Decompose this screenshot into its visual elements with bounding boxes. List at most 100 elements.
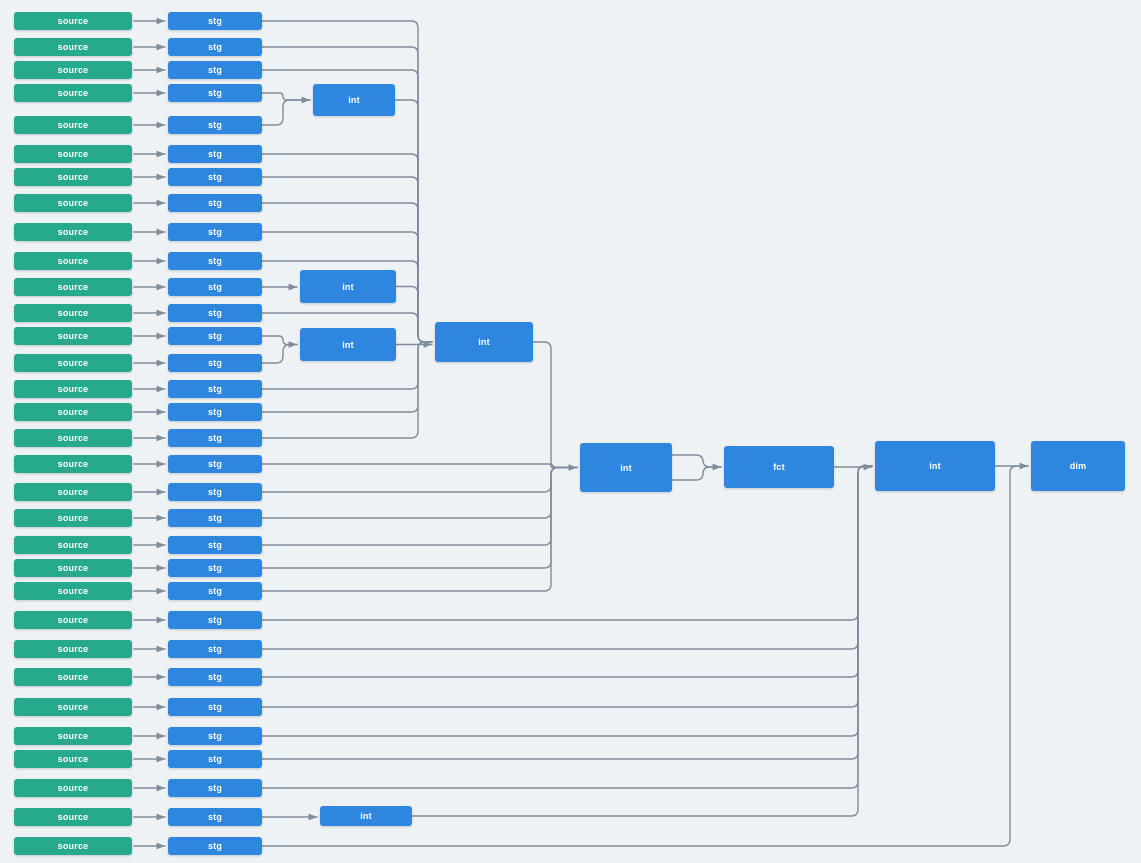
node-int-1[interactable]: int [313,84,395,116]
node-int-4[interactable]: int [435,322,533,362]
node-label: dim [1069,461,1087,471]
node-source-25[interactable]: source [14,640,132,658]
node-stg-22[interactable]: stg [168,559,262,577]
node-stg-2[interactable]: stg [168,38,262,56]
node-source-16[interactable]: source [14,403,132,421]
node-stg-12[interactable]: stg [168,304,262,322]
node-dim-1[interactable]: dim [1031,441,1125,491]
node-stg-7[interactable]: stg [168,168,262,186]
node-label: source [57,644,89,654]
node-source-19[interactable]: source [14,483,132,501]
node-label: source [57,308,89,318]
node-stg-28[interactable]: stg [168,727,262,745]
node-label: int [929,461,941,471]
node-source-12[interactable]: source [14,304,132,322]
node-stg-21[interactable]: stg [168,536,262,554]
node-label: stg [207,812,223,822]
node-source-6[interactable]: source [14,145,132,163]
node-stg-5[interactable]: stg [168,116,262,134]
node-stg-8[interactable]: stg [168,194,262,212]
edge [261,466,578,546]
edge [395,285,433,343]
node-source-32[interactable]: source [14,837,132,855]
node-source-31[interactable]: source [14,808,132,826]
edge [411,465,873,817]
node-source-29[interactable]: source [14,750,132,768]
node-int-6[interactable]: int [875,441,995,491]
node-source-17[interactable]: source [14,429,132,447]
node-stg-32[interactable]: stg [168,837,262,855]
node-stg-13[interactable]: stg [168,327,262,345]
node-label: source [57,487,89,497]
node-source-27[interactable]: source [14,698,132,716]
node-source-22[interactable]: source [14,559,132,577]
node-label: source [57,672,89,682]
node-stg-31[interactable]: stg [168,808,262,826]
node-int-5[interactable]: int [580,443,672,492]
node-int-7[interactable]: int [320,806,412,826]
node-label: stg [207,615,223,625]
node-stg-16[interactable]: stg [168,403,262,421]
node-stg-4[interactable]: stg [168,84,262,102]
node-label: source [57,149,89,159]
node-source-26[interactable]: source [14,668,132,686]
edge [261,465,873,708]
node-stg-3[interactable]: stg [168,61,262,79]
node-label: source [57,841,89,851]
node-stg-23[interactable]: stg [168,582,262,600]
edge [261,465,873,650]
node-source-3[interactable]: source [14,61,132,79]
node-int-2[interactable]: int [300,270,396,303]
edge [261,466,578,519]
node-stg-14[interactable]: stg [168,354,262,372]
node-stg-9[interactable]: stg [168,223,262,241]
node-stg-11[interactable]: stg [168,278,262,296]
node-stg-17[interactable]: stg [168,429,262,447]
node-stg-29[interactable]: stg [168,750,262,768]
node-source-8[interactable]: source [14,194,132,212]
node-stg-10[interactable]: stg [168,252,262,270]
node-source-20[interactable]: source [14,509,132,527]
node-stg-24[interactable]: stg [168,611,262,629]
node-int-3[interactable]: int [300,328,396,361]
node-source-23[interactable]: source [14,582,132,600]
node-source-2[interactable]: source [14,38,132,56]
node-source-28[interactable]: source [14,727,132,745]
node-stg-30[interactable]: stg [168,779,262,797]
node-source-21[interactable]: source [14,536,132,554]
node-label: int [360,811,372,821]
node-stg-6[interactable]: stg [168,145,262,163]
node-source-15[interactable]: source [14,380,132,398]
node-stg-26[interactable]: stg [168,668,262,686]
node-stg-20[interactable]: stg [168,509,262,527]
node-label: source [57,384,89,394]
node-source-5[interactable]: source [14,116,132,134]
node-fct-1[interactable]: fct [724,446,834,488]
node-source-11[interactable]: source [14,278,132,296]
node-stg-25[interactable]: stg [168,640,262,658]
node-label: stg [207,783,223,793]
node-label: stg [207,731,223,741]
node-stg-1[interactable]: stg [168,12,262,30]
node-source-7[interactable]: source [14,168,132,186]
node-label: stg [207,586,223,596]
node-source-4[interactable]: source [14,84,132,102]
node-source-14[interactable]: source [14,354,132,372]
node-source-24[interactable]: source [14,611,132,629]
node-label: stg [207,282,223,292]
node-source-10[interactable]: source [14,252,132,270]
node-source-18[interactable]: source [14,455,132,473]
node-stg-19[interactable]: stg [168,483,262,501]
node-stg-15[interactable]: stg [168,380,262,398]
node-label: int [342,281,354,292]
node-label: int [620,462,632,473]
node-stg-18[interactable]: stg [168,455,262,473]
node-source-1[interactable]: source [14,12,132,30]
node-source-30[interactable]: source [14,779,132,797]
node-source-9[interactable]: source [14,223,132,241]
node-source-13[interactable]: source [14,327,132,345]
node-label: stg [207,540,223,550]
node-label: source [57,563,89,573]
node-stg-27[interactable]: stg [168,698,262,716]
